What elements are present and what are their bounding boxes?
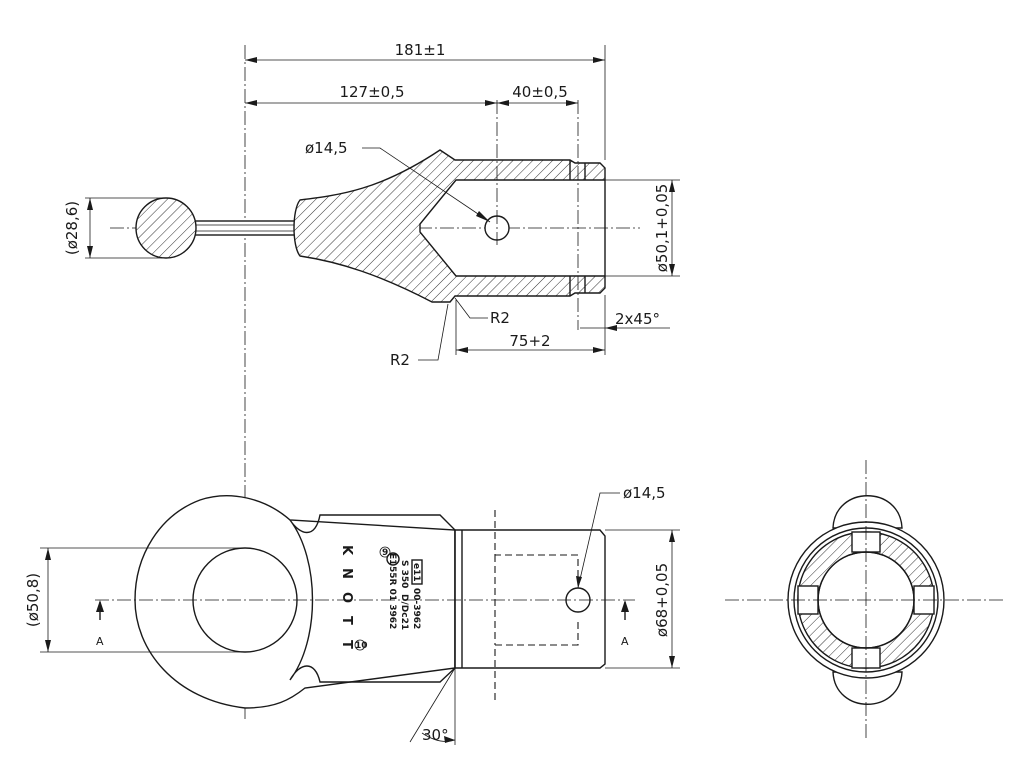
dim-angle-label: 30° <box>422 726 449 744</box>
stamp-line-3: S 350 <box>399 560 409 588</box>
dim-hole-to-end: 40±0,5 <box>497 83 578 106</box>
brand-letter-5: T <box>339 640 354 649</box>
stamp-circle-9 <box>379 546 391 558</box>
dim-length-to-hole: 127±0,5 <box>245 83 497 106</box>
dim-hole-diameter-top: ø14,5 <box>576 484 666 589</box>
dim-chamfer-label: 2x45° <box>615 310 660 328</box>
stamp-circle-10 <box>354 639 366 651</box>
section-marker-left: A <box>96 600 104 648</box>
brand-letter-1: K <box>339 545 354 556</box>
dim-overall-length: 181±1 <box>245 41 606 160</box>
socket-body-section <box>293 149 606 303</box>
brand-letter-2: N <box>339 568 354 579</box>
dim-bar-diameter-label: (ø28,6) <box>63 201 81 255</box>
brand-letter-4: T <box>339 616 354 625</box>
dim-hole-diameter-side: ø14,5 <box>305 139 491 223</box>
top-view: K N O T T e11 00-3962 S 350 D/Dc21 55R 0… <box>95 495 635 709</box>
dim-hole-diameter-side-label: ø14,5 <box>305 139 348 157</box>
dim-socket-depth: 75+2 <box>455 300 606 355</box>
dim-radius-inner-label: R2 <box>490 309 510 327</box>
dim-angle: 30° <box>409 667 456 745</box>
side-section-view <box>135 100 606 330</box>
end-view-lug-top <box>832 495 903 529</box>
section-marker-left-label: A <box>96 635 104 648</box>
stamp-circle-9-label: 9 <box>382 548 388 558</box>
ball-end-section <box>135 197 197 259</box>
hidden-slot-upper <box>494 510 579 580</box>
dim-eye-diameter-label: (ø50,8) <box>24 573 42 627</box>
stamp-line-1: e11 <box>411 563 421 582</box>
end-view <box>725 460 1005 740</box>
stamp-line-4: D/Dc21 <box>399 594 409 630</box>
dim-socket-depth-label: 75+2 <box>509 332 550 350</box>
dim-hole-to-end-label: 40±0,5 <box>512 83 568 101</box>
section-marker-right: A <box>621 600 629 648</box>
hidden-slot-lower <box>494 620 579 700</box>
connecting-bar <box>189 220 306 236</box>
lip-outline <box>289 514 456 683</box>
end-view-lug-bottom <box>832 671 903 705</box>
brand-letter-3: O <box>339 592 354 603</box>
dim-tube-diameter: ø68+0,05 <box>605 529 680 669</box>
dim-radius-inner: R2 <box>454 297 510 327</box>
dim-length-to-hole-label: 127±0,5 <box>339 83 404 101</box>
dim-tube-diameter-label: ø68+0,05 <box>653 563 671 637</box>
stamp-circle-10-label: 10 <box>355 641 368 651</box>
dim-radius-outer-label: R2 <box>390 351 410 369</box>
stamp-line-2: 00-3962 <box>411 588 421 629</box>
dim-chamfer: 2x45° <box>580 295 670 340</box>
dim-bore-diameter-label: ø50,1+0,05 <box>653 184 671 273</box>
stamp-line-5: 55R 01 3962 <box>387 566 397 629</box>
dim-eye-diameter: (ø50,8) <box>24 547 245 653</box>
stamp-line-6: E1 <box>387 553 397 565</box>
section-marker-right-label: A <box>621 635 629 648</box>
dim-bar-diameter: (ø28,6) <box>63 197 166 259</box>
dim-bore-diameter: ø50,1+0,05 <box>605 179 680 277</box>
dim-hole-diameter-top-label: ø14,5 <box>623 484 666 502</box>
dim-overall-length-label: 181±1 <box>395 41 446 59</box>
dim-radius-outer: R2 <box>390 303 449 369</box>
approval-stamp: e11 00-3962 S 350 D/Dc21 55R 01 3962 E1 <box>386 552 423 630</box>
